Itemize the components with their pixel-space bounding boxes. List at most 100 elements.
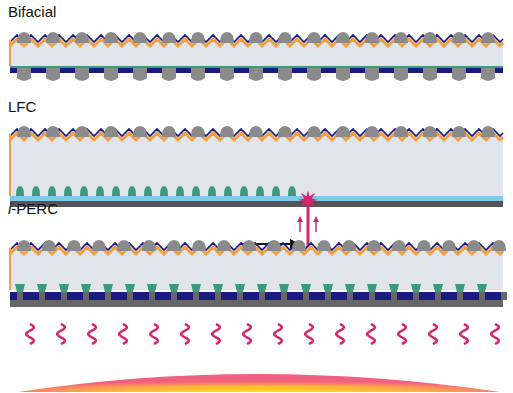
local-contact	[279, 284, 289, 292]
front-finger	[417, 240, 431, 251]
front-finger	[278, 126, 292, 137]
front-finger	[394, 126, 408, 137]
front-finger	[249, 32, 263, 43]
heat-wave	[398, 324, 406, 344]
contact-opening	[303, 292, 309, 300]
local-contact	[389, 284, 399, 292]
local-contact	[477, 284, 487, 292]
wafer-edge	[9, 134, 11, 196]
rear-metal	[10, 201, 503, 207]
front-finger	[307, 126, 321, 137]
front-finger	[104, 32, 118, 43]
wafer-edge	[9, 248, 11, 290]
front-finger	[191, 126, 205, 137]
local-contact	[367, 284, 377, 292]
front-finger	[46, 126, 60, 137]
contact-opening	[347, 292, 353, 300]
front-finger	[342, 240, 356, 251]
laser-ray-head	[313, 216, 319, 222]
front-finger	[167, 240, 181, 251]
heat-wave	[274, 324, 282, 344]
rear-finger	[75, 68, 89, 81]
heat-wave	[336, 324, 344, 344]
rear-finger	[46, 68, 60, 81]
cell-type-label: Bifacial	[8, 4, 56, 21]
front-finger	[92, 240, 106, 251]
front-finger	[392, 240, 406, 251]
contact-opening	[127, 292, 133, 300]
contact-opening	[17, 292, 23, 300]
front-finger	[423, 126, 437, 137]
fired-contact	[176, 186, 184, 196]
cell-type-label: LFC	[8, 99, 36, 116]
heat-wave	[460, 324, 468, 344]
local-contact	[103, 284, 113, 292]
front-finger	[423, 32, 437, 43]
local-contact	[323, 284, 333, 292]
heat-wave	[119, 324, 127, 344]
silicon-wafer	[10, 130, 503, 196]
front-finger	[336, 32, 350, 43]
rear-finger	[278, 68, 292, 81]
local-contact	[257, 284, 267, 292]
contact-opening	[369, 292, 375, 300]
contact-opening	[479, 292, 485, 300]
front-finger	[220, 126, 234, 137]
heat-wave	[243, 324, 251, 344]
front-finger	[278, 32, 292, 43]
front-finger	[133, 32, 147, 43]
front-finger	[481, 126, 495, 137]
wafer-edge	[9, 40, 11, 66]
front-finger	[394, 32, 408, 43]
contact-opening	[501, 292, 507, 300]
contact-opening	[83, 292, 89, 300]
front-finger	[162, 32, 176, 43]
fired-contact	[240, 186, 248, 196]
rear-finger	[133, 68, 147, 81]
local-contact	[81, 284, 91, 292]
front-finger	[481, 32, 495, 43]
front-finger	[267, 240, 281, 251]
front-finger	[192, 240, 206, 251]
local-contact	[235, 284, 245, 292]
contact-opening	[413, 292, 419, 300]
rear-metal	[10, 300, 503, 307]
front-finger	[292, 240, 306, 251]
laser-ray-head	[297, 216, 303, 222]
rear-finger	[17, 68, 31, 81]
rear-finger	[365, 68, 379, 81]
fired-contact	[192, 186, 200, 196]
front-finger	[365, 126, 379, 137]
fired-contact	[112, 186, 120, 196]
rear-finger	[104, 68, 118, 81]
fired-contact	[224, 186, 232, 196]
front-finger	[442, 240, 456, 251]
contact-opening	[281, 292, 287, 300]
local-contact	[345, 284, 355, 292]
contact-opening	[171, 292, 177, 300]
heat-wave	[429, 324, 437, 344]
front-finger	[142, 240, 156, 251]
local-contact	[301, 284, 311, 292]
heat-wave	[305, 324, 313, 344]
front-finger	[220, 32, 234, 43]
contact-opening	[237, 292, 243, 300]
heat-wave	[26, 324, 34, 344]
contact-opening	[457, 292, 463, 300]
local-contact	[59, 284, 69, 292]
contact-opening	[149, 292, 155, 300]
front-finger	[242, 240, 256, 251]
fired-contact	[288, 186, 296, 196]
fired-contact	[48, 186, 56, 196]
front-finger	[452, 126, 466, 137]
fired-contact	[96, 186, 104, 196]
contact-opening	[61, 292, 67, 300]
heat-wave	[212, 324, 220, 344]
fired-contact	[80, 186, 88, 196]
rear-finger	[307, 68, 321, 81]
contact-opening	[193, 292, 199, 300]
fired-contact	[272, 186, 280, 196]
front-finger	[317, 240, 331, 251]
front-finger	[17, 240, 31, 251]
